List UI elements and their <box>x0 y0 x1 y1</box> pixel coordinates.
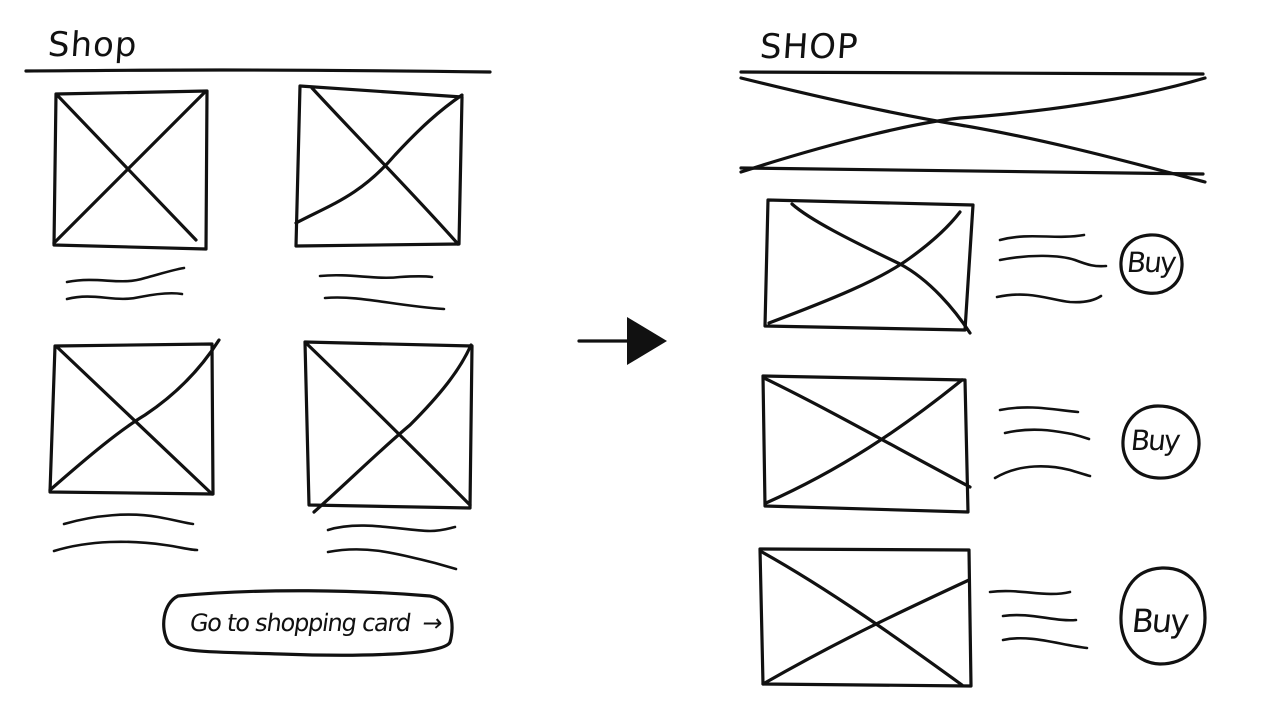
buy-button-label: Buy <box>1130 602 1190 640</box>
image-placeholder <box>303 340 474 510</box>
buy-button-label: Buy <box>1125 246 1177 279</box>
text-placeholder-line <box>318 273 434 280</box>
go-to-shopping-card-label: Go to shopping card <box>188 609 412 637</box>
text-placeholder-line <box>1003 428 1091 441</box>
arrow-right-icon: → <box>420 609 444 637</box>
hero-banner <box>739 70 1207 184</box>
left-product-card-2 <box>294 84 464 311</box>
image-placeholder <box>52 89 209 251</box>
text-placeholder-line <box>1001 636 1089 650</box>
text-placeholder-line <box>65 266 186 284</box>
text-placeholder-line <box>326 548 458 571</box>
text-placeholder-line <box>323 296 446 311</box>
left-shop-title: Shop <box>46 25 139 65</box>
right-shop-title: SHOP <box>758 27 860 67</box>
buy-button-outline <box>1119 233 1184 295</box>
left-header-underline <box>24 68 492 74</box>
buy-button-outline <box>1119 566 1207 666</box>
right-product-row-1 <box>763 198 1184 335</box>
buy-button-label: Buy <box>1129 424 1181 457</box>
left-wireframe <box>24 68 492 657</box>
image-placeholder <box>761 374 970 514</box>
text-placeholder-line <box>998 233 1086 242</box>
image-placeholder <box>758 547 973 688</box>
left-product-card-1 <box>52 89 209 301</box>
text-placeholder-line <box>995 293 1103 304</box>
right-product-row-3 <box>758 547 1207 688</box>
right-product-row-2 <box>761 374 1201 514</box>
right-arrow-icon <box>577 317 667 365</box>
go-to-shopping-card-button[interactable]: Go to shopping card → <box>188 609 444 637</box>
text-placeholder-line <box>62 513 195 526</box>
text-placeholder-line <box>988 589 1072 596</box>
text-placeholder-line <box>993 465 1092 480</box>
right-wireframe <box>739 70 1207 688</box>
text-placeholder-line <box>52 540 199 553</box>
buy-button-outline <box>1121 404 1201 480</box>
text-placeholder-line <box>998 406 1080 414</box>
buy-button-2[interactable]: Buy <box>1129 424 1181 457</box>
text-placeholder-line <box>998 254 1108 268</box>
text-placeholder-line <box>326 524 457 533</box>
buy-button-3[interactable]: Buy <box>1130 602 1190 640</box>
text-placeholder-line <box>1001 613 1078 622</box>
left-product-card-4 <box>303 340 474 571</box>
text-placeholder-line <box>65 291 184 301</box>
buy-button-1[interactable]: Buy <box>1125 246 1177 279</box>
image-placeholder <box>763 198 975 332</box>
cart-button-outline <box>162 589 454 657</box>
left-product-card-3 <box>48 338 221 553</box>
